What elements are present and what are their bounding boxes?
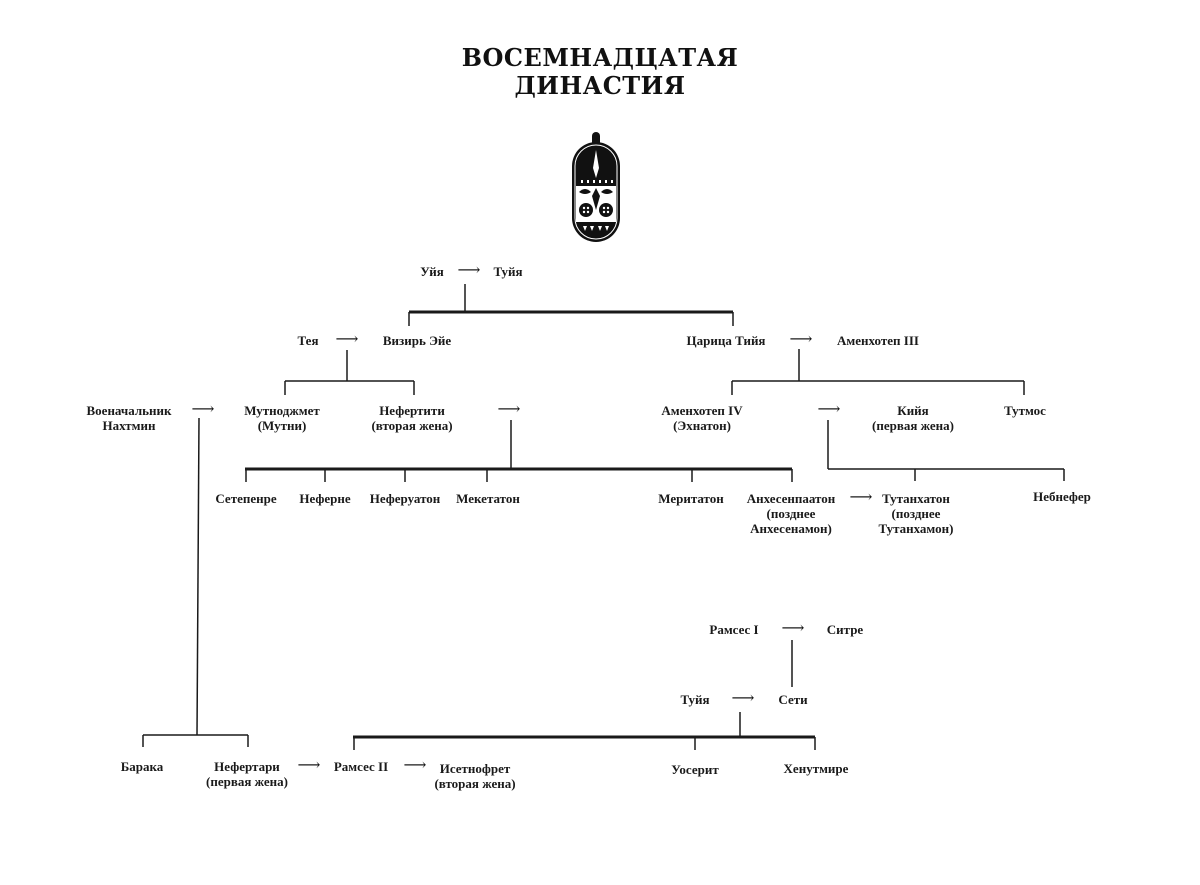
person-baraka: Барака — [120, 759, 164, 774]
person-mutnodjmet: Мутноджмет (Мутни) — [244, 403, 320, 433]
person-kiya: Кийя (первая жена) — [872, 403, 954, 433]
person-uiya: Уйя — [420, 264, 444, 279]
marriage-arrow-icon: ⟶ — [817, 401, 841, 418]
person-ramses-ii: Рамсес II — [333, 759, 389, 774]
marriage-arrow-icon: ⟶ — [849, 489, 873, 506]
marriage-arrow-icon: ⟶ — [731, 690, 755, 707]
person-henutmire: Хенутмире — [783, 761, 849, 776]
marriage-arrow-icon: ⟶ — [191, 401, 215, 418]
person-nebnefer: Небнефер — [1033, 489, 1091, 504]
person-tsaritsa-tiya: Царица Тийя — [686, 333, 766, 348]
person-amenhotep-iv: Аменхотеп IV (Эхнатон) — [661, 403, 743, 433]
person-amenhotep-iii: Аменхотеп III — [837, 333, 919, 348]
person-userit: Уосерит — [671, 762, 719, 777]
person-neferne: Неферне — [299, 491, 351, 506]
person-meritaton: Меритатон — [658, 491, 724, 506]
title-line-2: ДИНАСТИЯ — [514, 71, 686, 100]
person-tuiya-2: Туйя — [680, 692, 710, 707]
chart-title: ВОСЕМНАДЦАТАЯ ДИНАСТИЯ — [0, 44, 1200, 100]
person-nefertari: Нефертари (первая жена) — [206, 759, 288, 789]
person-ramses-i: Рамсес I — [709, 622, 759, 637]
person-ankhesenpaaton: Анхесенпаатон (позднее Анхесенамон) — [746, 491, 836, 536]
marriage-arrow-icon: ⟶ — [457, 262, 481, 279]
connector — [196, 417, 200, 736]
person-meketaton: Мекетатон — [456, 491, 520, 506]
person-tutmos: Тутмос — [1004, 403, 1046, 418]
person-tutankhaton: Тутанхатон (позднее Тутанхамон) — [878, 491, 954, 536]
person-nakhtmin: Военачальник Нахтмин — [86, 403, 172, 433]
person-seti: Сети — [778, 692, 808, 707]
person-sitre: Ситре — [826, 622, 864, 637]
marriage-arrow-icon: ⟶ — [335, 331, 359, 348]
marriage-arrow-icon: ⟶ — [297, 757, 321, 774]
marriage-arrow-icon: ⟶ — [789, 331, 813, 348]
marriage-arrow-icon: ⟶ — [497, 401, 521, 418]
person-neferuaton: Неферуатон — [369, 491, 441, 506]
marriage-arrow-icon: ⟶ — [781, 620, 805, 637]
title-line-1: ВОСЕМНАДЦАТАЯ — [461, 43, 739, 72]
person-setepenre: Сетепенре — [215, 491, 277, 506]
person-teya: Тея — [297, 333, 319, 348]
person-nefertiti: Нефертити (вторая жена) — [371, 403, 453, 433]
person-tuiya: Туйя — [493, 264, 523, 279]
person-vizir-eye: Визирь Эйе — [382, 333, 452, 348]
egyptian-cartouche-amulet-icon — [572, 132, 620, 242]
person-isetnofret: Исетнофрет (вторая жена) — [434, 761, 516, 791]
marriage-arrow-icon: ⟶ — [403, 757, 427, 774]
